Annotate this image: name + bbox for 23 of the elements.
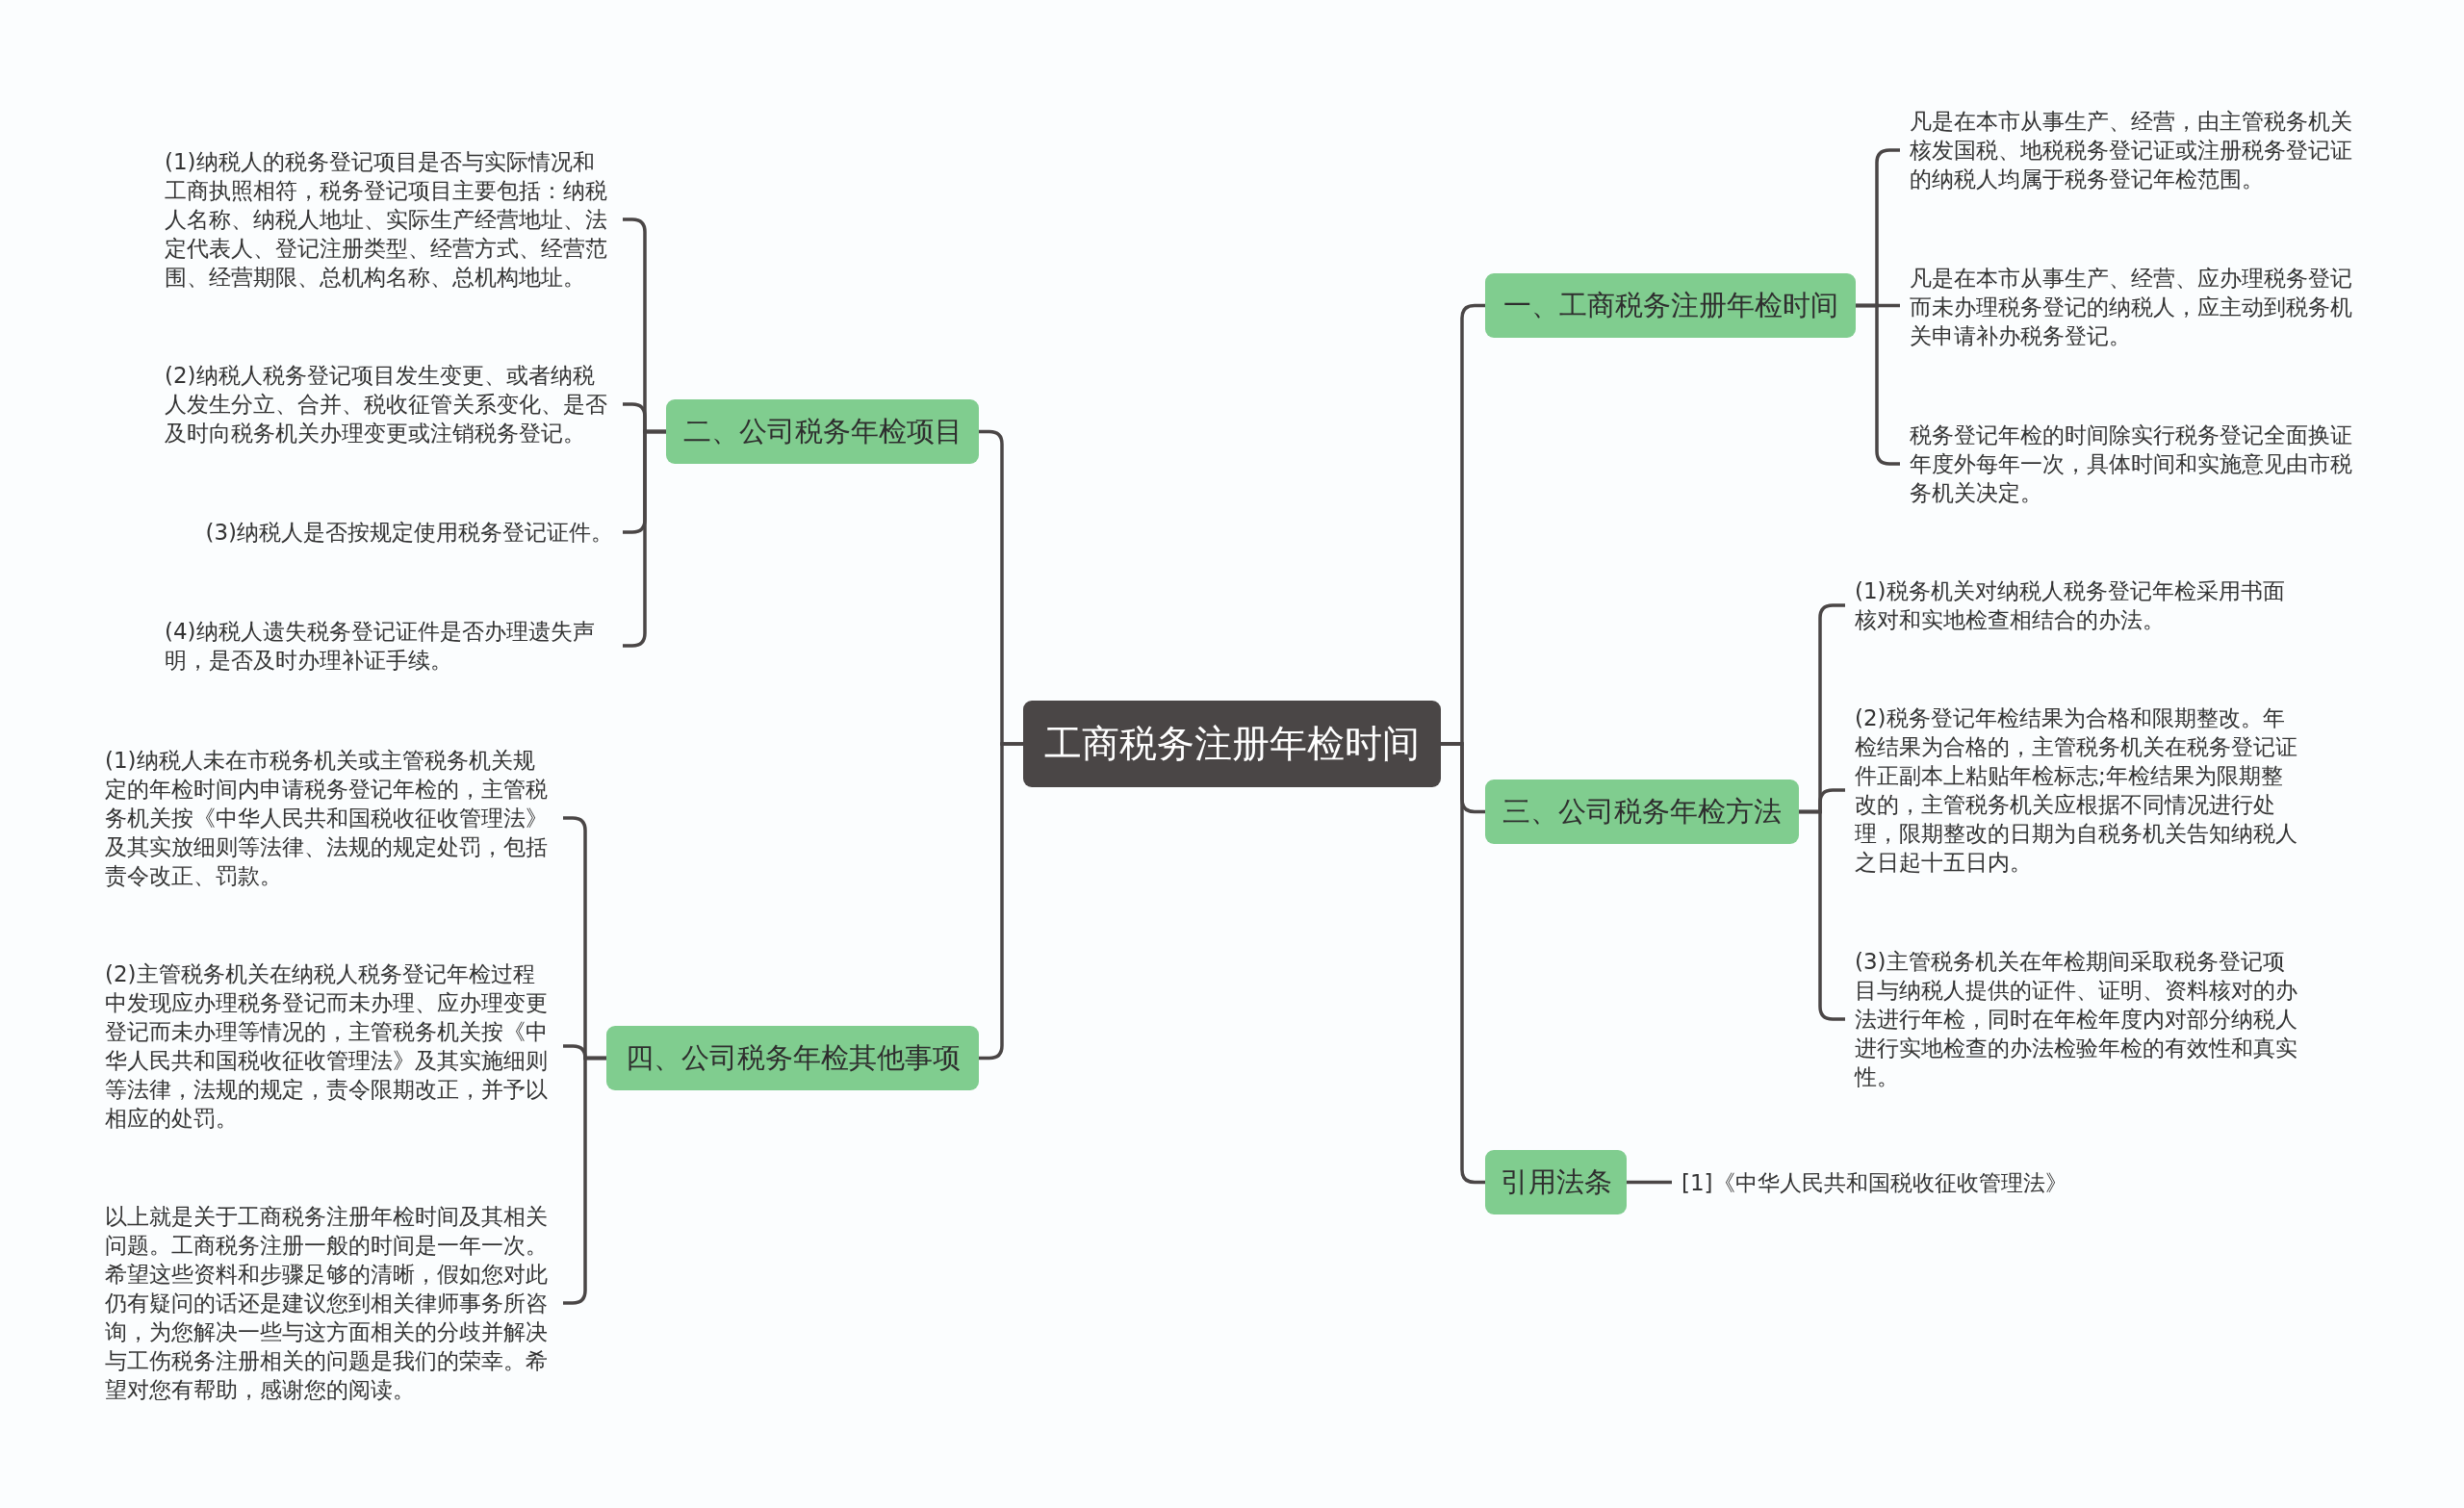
subtopic-text: 凡是在本市从事生产、经营，由主管税务机关核发国税、地税税务登记证或注册税务登记证的纳税人均属于税务登记年检范围。: [1900, 107, 2368, 193]
subtopic-text: (1)税务机关对纳税人税务登记年检采用书面核对和实地检查相结合的办法。: [1845, 576, 2313, 634]
topic-box: 一、工商税务注册年检时间: [1485, 273, 1856, 338]
subtopic-text: (3)纳税人是否按规定使用税务登记证件。: [195, 518, 623, 547]
subtopic-text: (2)纳税人税务登记项目发生变更、或者纳税人发生分立、合并、税收征管关系变化、是否及时向税务机关办理变更或注销税务登记。: [155, 361, 623, 447]
connector-line: [979, 742, 1023, 1061]
central-topic-box: 工商税务注册年检时间: [1023, 701, 1441, 787]
topic-box: 三、公司税务年检方法: [1485, 780, 1799, 844]
connector-line: [1627, 1180, 1672, 1185]
topic-box: 二、公司税务年检项目: [666, 399, 979, 464]
connector-line: [1441, 742, 1485, 1185]
subtopic-text: (2)主管税务机关在纳税人税务登记年检过程中发现应办理税务登记而未办理、应办理变更登记而未办理等情况的，主管税务机关按《中华人民共和国税收征收管理法》及其实施细则等法律，法规的规定，责令限期改正，并予以相应的处罚。: [95, 959, 563, 1133]
subtopic-text: (1)纳税人未在市税务机关或主管税务机关规定的年检时间内申请税务登记年检的，主管税务机关按《中华人民共和国税收征收管理法》及其实放细则等法律、法规的规定处罚，包括责令改正、罚款。: [95, 746, 563, 890]
subtopic-text: (2)税务登记年检结果为合格和限期整改。年检结果为合格的，主管税务机关在税务登记证件正副本上粘贴年检标志;年检结果为限期整改的，主管税务机关应根据不同情况进行处理，限期整改的日期为自税务机关告知纳税人之日起十五日内。: [1845, 703, 2313, 877]
subtopic-text: (1)纳税人的税务登记项目是否与实际情况和工商执照相符，税务登记项目主要包括：纳税人名称、纳税人地址、实际生产经营地址、法定代表人、登记注册类型、经营方式、经营范围、经营期限、总机构名称、总机构地址。: [155, 147, 623, 292]
subtopic-text: 凡是在本市从事生产、经营、应办理税务登记而未办理税务登记的纳税人，应主动到税务机关申请补办税务登记。: [1900, 264, 2368, 350]
subtopic-text: (4)纳税人遗失税务登记证件是否办理遗失声明，是否及时办理补证手续。: [155, 617, 623, 675]
subtopic-text: 税务登记年检的时间除实行税务登记全面换证年度外每年一次，具体时间和实施意见由市税务机关决定。: [1900, 421, 2368, 507]
subtopic-text: [1]《中华人民共和国税收征收管理法》: [1672, 1168, 2077, 1197]
subtopic-text: (3)主管税务机关在年检期间采取税务登记项目与纳税人提供的证件、证明、资料核对的办法进行年检，同时在年检年度内对部分纳税人进行实地检查的办法检验年检的有效性和真实性。: [1845, 947, 2313, 1091]
subtopic-text: 以上就是关于工商税务注册年检时间及其相关问题。工商税务注册一般的时间是一年一次。希望这些资料和步骤足够的清晰，假如您对此仍有疑问的话还是建议您到相关律师事务所咨询，为您解决一些与这方面相关的分歧并解决与工伤税务注册相关的问题是我们的荣幸。希望对您有帮助，感谢您的阅读。: [95, 1202, 563, 1404]
topic-box: 四、公司税务年检其他事项: [606, 1026, 979, 1090]
topic-box: 引用法条: [1485, 1150, 1627, 1214]
